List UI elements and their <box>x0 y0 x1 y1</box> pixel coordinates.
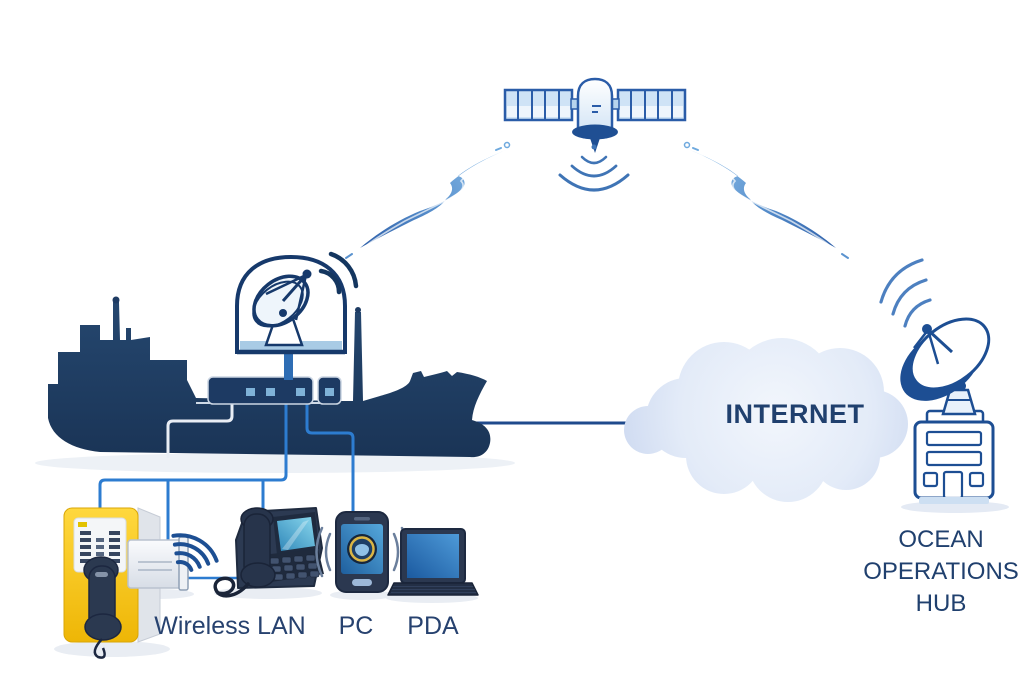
satellite-icon <box>503 77 687 192</box>
hub-label-line2: OPERATIONS <box>863 558 1019 585</box>
handset-icon <box>83 556 122 659</box>
smartphone-pda <box>315 511 409 593</box>
downlink-waves-icon <box>558 144 630 192</box>
deck-router <box>207 376 342 405</box>
signal-bolt-left <box>345 141 514 259</box>
hull-cable-white <box>166 403 234 458</box>
hub-label-line1: OCEAN <box>898 526 984 553</box>
satellite-dish-icon <box>252 269 312 347</box>
desk-ip-phone <box>213 507 324 598</box>
pda-label: PDA <box>407 612 459 640</box>
internet-cloud <box>624 338 908 502</box>
phone-handset-icon <box>240 507 276 588</box>
pc-label: PC <box>338 612 374 640</box>
solar-panel-left <box>503 88 574 122</box>
signal-bolt-right <box>682 141 849 259</box>
phone-cord <box>213 576 250 598</box>
ap-wifi-icon <box>171 533 219 572</box>
internet-label: INTERNET <box>725 399 865 429</box>
wireless-access-point <box>127 533 219 591</box>
ground-station <box>879 258 995 504</box>
radome-mast <box>284 350 293 380</box>
satellite-body <box>572 77 618 153</box>
laptop-pc <box>387 528 479 596</box>
wireless-lan-label: Wireless LAN <box>154 612 306 640</box>
hub-building <box>913 409 995 504</box>
hub-label-line3: HUB <box>915 590 967 617</box>
solar-panel-right <box>616 88 687 122</box>
lan-cable-bus <box>98 401 288 514</box>
hub-label: OCEAN OPERATIONS HUB <box>863 524 1019 620</box>
ground-wifi-icon <box>879 258 932 328</box>
radome-wifi-icon <box>318 251 359 295</box>
lan-cables <box>98 401 355 580</box>
radome-icon <box>235 251 359 380</box>
ground-dish-icon <box>900 317 991 416</box>
pda-cable <box>305 401 355 520</box>
